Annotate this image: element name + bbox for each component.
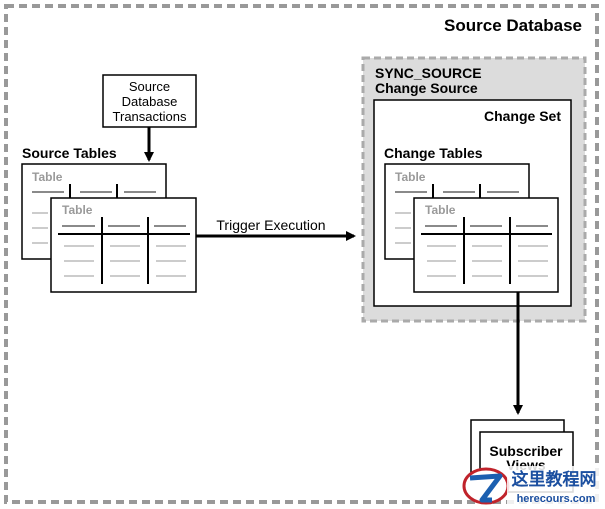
source-database-label: Source Database [444, 16, 582, 35]
change-table-front: Table [413, 197, 559, 293]
source-tables-label: Source Tables [22, 145, 117, 161]
change-tables-label: Change Tables [384, 145, 483, 161]
source-transactions-line-2: Database [122, 94, 178, 109]
change-table-back-title: Table [395, 170, 426, 184]
source-table-front: Table [50, 197, 197, 293]
source-transactions-line-1: Source [129, 79, 170, 94]
watermark-text: 这里教程网 [512, 469, 597, 490]
source-table-front-title: Table [62, 203, 93, 217]
subscriber-views-line-1: Subscriber [489, 443, 563, 459]
change-set-label: Change Set [484, 108, 561, 124]
watermark-url: herecours.com [517, 493, 596, 505]
source-table-back-title: Table [32, 170, 63, 184]
trigger-execution-label: Trigger Execution [216, 217, 325, 233]
watermark: 这里教程网 herecours.com [462, 466, 603, 506]
change-source-line-1: SYNC_SOURCE [375, 65, 482, 81]
change-source-line-2: Change Source [375, 80, 478, 96]
change-table-front-title: Table [425, 203, 456, 217]
source-database-region [4, 4, 599, 504]
source-transactions-line-3: Transactions [113, 109, 187, 124]
